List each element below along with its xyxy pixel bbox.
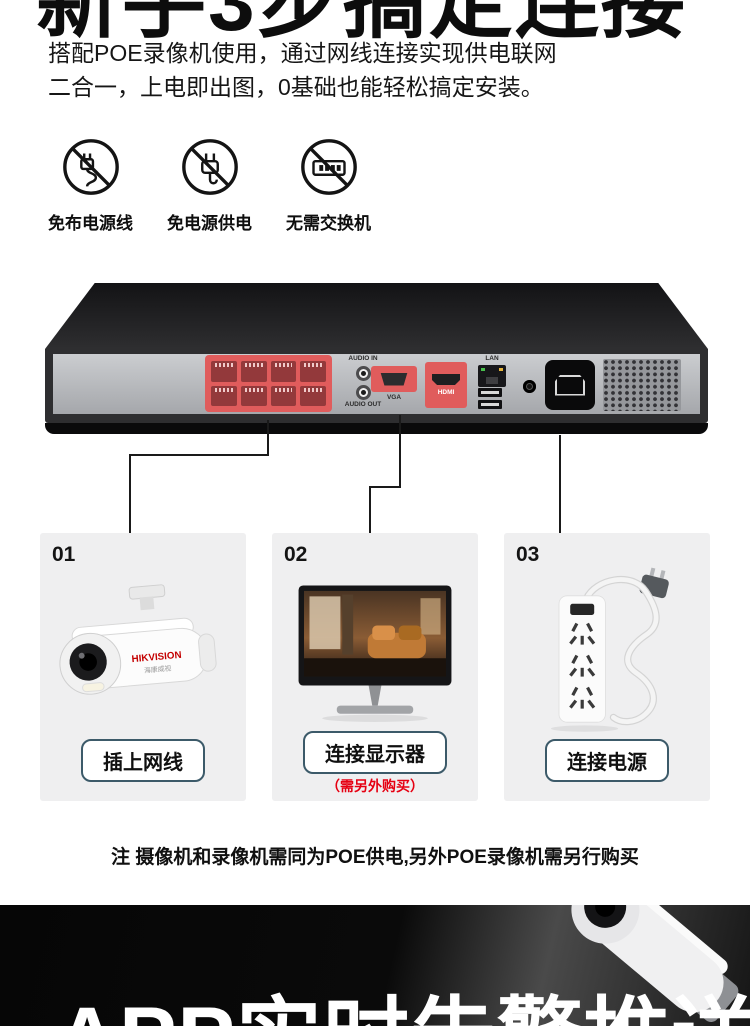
step-label-pill: 连接电源 [545, 739, 669, 782]
step-label: 插上网线 [103, 752, 183, 774]
feature-no-switch: 无需交换机 [286, 136, 371, 234]
subtitle-line-1: 搭配POE录像机使用，通过网线连接实现供电联网 [48, 40, 557, 66]
audio-in-port [355, 366, 371, 381]
usb-ports [478, 388, 502, 409]
vga-highlight [371, 366, 417, 392]
step-cards: 01 HIKVISION 海康威视 [40, 533, 710, 801]
feature-label: 免电源供电 [167, 214, 252, 233]
subtitle: 搭配POE录像机使用，通过网线连接实现供电联网 二合一，上电即出图，0基础也能轻… [48, 36, 557, 104]
hdmi-port: HDMI [425, 362, 467, 408]
camera-brand-text: HIKVISION [131, 649, 182, 664]
camera-image-wrap: HIKVISION 海康威视 [40, 565, 246, 741]
step-label-pill: 插上网线 [81, 739, 205, 782]
nvr-port-panel: AUDIO IN AUDIO OUT VGA HDMI [53, 354, 700, 414]
feature-label: 无需交换机 [286, 214, 371, 233]
subtitle-line-2: 二合一，上电即出图，0基础也能轻松搞定安装。 [48, 74, 544, 100]
poe-port [240, 385, 267, 406]
poe-port [211, 385, 237, 406]
usb-port [478, 388, 502, 397]
poe-port [211, 361, 237, 382]
bottom-banner: APP实时告警推送 [0, 905, 750, 1026]
footnote-text: 摄像机和录像机需同为POE供电,另外POE录像机需另行购买 [135, 847, 639, 868]
poe-port [270, 361, 297, 382]
camera-brand-cn-text: 海康威视 [144, 663, 172, 674]
monitor-image-wrap [272, 565, 478, 741]
feature-list: 免布电源线 免电源供电 [48, 136, 371, 234]
banner-title: APP实时告警推送 [56, 967, 750, 1026]
nvr-device: AUDIO IN AUDIO OUT VGA HDMI [0, 283, 750, 443]
lan-label: LAN [485, 355, 499, 362]
audio-out-port [355, 385, 371, 400]
audio-out-label: AUDIO OUT [344, 401, 382, 408]
camera-image: HIKVISION 海康威视 [59, 584, 217, 695]
power-socket [555, 374, 585, 396]
hdmi-highlight: HDMI [425, 362, 467, 408]
lan-connector [478, 365, 506, 387]
step-card-2: 02 [272, 533, 478, 801]
step-card-3: 03 [504, 533, 710, 801]
lan-port: LAN [475, 355, 509, 387]
poe-ports [205, 355, 332, 412]
step-label-pill: 连接显示器 [303, 731, 447, 774]
poe-port [270, 385, 297, 406]
step-label: 连接电源 [567, 752, 647, 774]
step-number: 01 [52, 543, 76, 566]
vga-port: VGA [371, 366, 417, 401]
feature-no-power-adapter: 免电源供电 [167, 136, 252, 234]
nvr-base [45, 423, 708, 434]
vga-connector [380, 372, 408, 386]
vga-label: VGA [386, 394, 402, 401]
audio-ports: AUDIO IN AUDIO OUT [337, 355, 389, 409]
nvr-top-face [45, 283, 708, 349]
monitor-image [298, 585, 452, 723]
step-number: 03 [516, 543, 540, 566]
poe-port [300, 385, 326, 406]
poe-port [240, 361, 267, 382]
power-strip-image-wrap [504, 565, 710, 741]
hdmi-label: HDMI [437, 389, 455, 396]
hdmi-connector [432, 374, 460, 385]
banner-camera-image [571, 905, 739, 1022]
vent-grille [603, 359, 681, 411]
power-button [523, 380, 536, 393]
purchase-note: （需另外购买） [326, 778, 424, 794]
footnote-marker: 注 [111, 847, 131, 868]
power-inlet [545, 360, 595, 410]
step-number: 02 [284, 543, 308, 566]
step-card-1: 01 HIKVISION 海康威视 [40, 533, 246, 801]
power-strip-image [551, 567, 669, 732]
usb-port [478, 400, 502, 409]
audio-in-label: AUDIO IN [348, 355, 378, 362]
no-power-adapter-icon [181, 139, 238, 195]
lan-slot [486, 377, 498, 384]
no-power-cable-icon [62, 139, 119, 195]
feature-no-power-cable: 免布电源线 [48, 136, 133, 234]
nvr-rear-face: AUDIO IN AUDIO OUT VGA HDMI [45, 349, 708, 423]
step-label: 连接显示器 [325, 744, 425, 766]
feature-label: 免布电源线 [48, 214, 133, 233]
poe-port [300, 361, 326, 382]
footnote: 注 摄像机和录像机需同为POE供电,另外POE录像机需另行购买 [0, 842, 750, 869]
no-switch-icon [300, 139, 357, 195]
page-title: 新手3步搞定连接 [36, 0, 687, 48]
